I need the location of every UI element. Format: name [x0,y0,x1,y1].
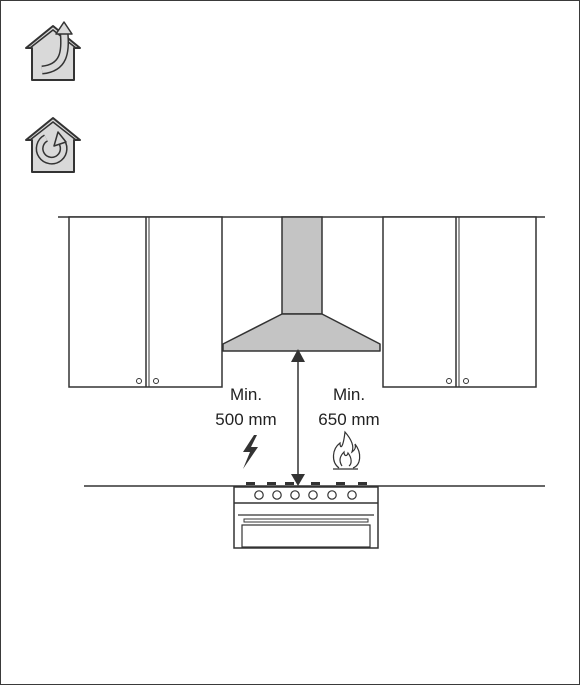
gas-distance-label: 650 mm [318,410,379,429]
lightning-icon [243,435,258,469]
flame-icon [332,430,361,470]
left-wall-cabinet [68,216,223,388]
right-wall-cabinet [382,216,537,388]
gas-min-label: Min. [333,385,365,404]
ducted-extraction-icon [25,21,81,81]
electric-distance-label: 500 mm [215,410,276,429]
electric-min-label: Min. [230,385,262,404]
control-knobs [254,490,357,500]
cooker [233,482,379,549]
hob-burners [246,482,367,485]
cooker-hood [222,216,381,352]
recirculation-icon [25,117,81,173]
distance-arrow [291,349,305,486]
